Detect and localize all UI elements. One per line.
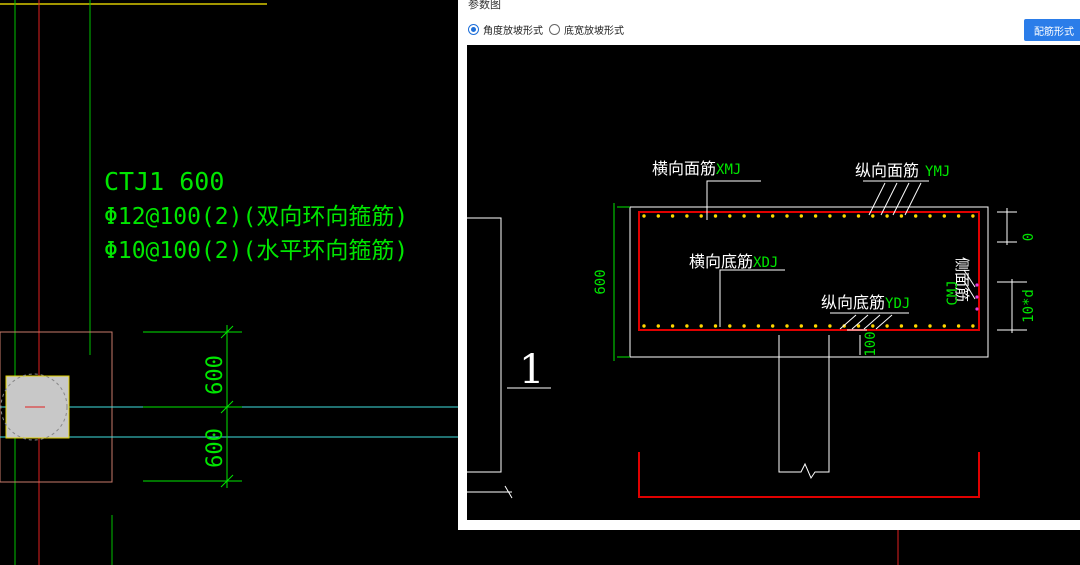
section-mark: 1 — [519, 347, 544, 393]
dim-600-lines — [613, 203, 630, 361]
rebar-dot — [771, 324, 775, 328]
rebar-dot — [656, 214, 660, 218]
rebar-dot — [728, 214, 732, 218]
side-code: CMJ — [945, 280, 961, 305]
rebar-dot — [742, 214, 746, 218]
side-label: 侧面筋 — [953, 257, 971, 302]
rebar-dot — [656, 324, 660, 328]
top-trans-label: 横向面筋XMJ — [652, 159, 741, 178]
bot-long-label: 纵向底筋YDJ — [821, 293, 910, 312]
rebar-dot — [828, 214, 832, 218]
rebar-dot — [914, 324, 918, 328]
rebar-dot — [785, 214, 789, 218]
dim-10d: 10*d — [1021, 289, 1037, 323]
rebar-dot — [856, 324, 861, 328]
rebar-label-2[interactable]: Φ10@100(2)(水平环向箍筋) — [104, 238, 408, 264]
radio-width[interactable] — [549, 23, 560, 35]
dim-right-lines — [847, 208, 1027, 355]
leader-lines — [706, 180, 976, 330]
bot-trans-label: 横向底筋XDJ — [689, 252, 778, 271]
slope-options: 角度放坡形式 底宽放坡形式 — [468, 21, 630, 37]
bottom-rebar-dots — [642, 324, 975, 328]
rebar-dot — [670, 214, 675, 218]
option-angle-label: 角度放坡形式 — [483, 25, 543, 37]
dim-100: 100 — [863, 331, 879, 356]
dimension-group — [143, 325, 242, 488]
foundation-label[interactable]: CTJ1 600 — [104, 167, 224, 196]
rebar-dot — [642, 324, 646, 328]
rebar-dot — [871, 324, 875, 328]
rebar-dot — [942, 324, 946, 328]
rebar-dot — [713, 214, 718, 218]
rebar-dot — [942, 214, 946, 218]
dim-text-lower: 600 — [203, 428, 228, 468]
param-panel: 参数图 角度放坡形式 底宽放坡形式 配筋形式 1 — [458, 0, 1080, 530]
rebar-stirrup — [638, 211, 980, 331]
rebar-dot — [785, 324, 789, 328]
rebar-bottom-cage — [638, 282, 980, 498]
rebar-label-1[interactable]: Φ12@100(2)(双向环向箍筋) — [104, 204, 408, 230]
param-diagram: 1 600 — [467, 45, 1080, 520]
rebar-dot — [899, 214, 904, 218]
rebar-dot — [885, 214, 889, 218]
rebar-dot — [899, 324, 904, 328]
rebar-dot — [713, 324, 718, 328]
rebar-dot — [685, 324, 689, 328]
rebar-dot — [685, 214, 689, 218]
rebar-dot — [971, 324, 975, 328]
rebar-dot — [928, 324, 932, 328]
config-button[interactable]: 配筋形式 — [1024, 19, 1080, 41]
rebar-dot — [756, 324, 761, 328]
top-rebar-dots — [642, 214, 975, 218]
dim-600: 600 — [593, 269, 609, 294]
option-width-label: 底宽放坡形式 — [564, 25, 624, 37]
rebar-dot — [871, 214, 875, 218]
rebar-dot — [842, 214, 846, 218]
rebar-dot — [956, 324, 961, 328]
rebar-dot — [928, 214, 932, 218]
radio-angle[interactable] — [468, 23, 479, 35]
left-section — [467, 217, 551, 499]
rebar-dot — [756, 214, 761, 218]
rebar-dot — [956, 214, 961, 218]
rebar-dot — [699, 324, 703, 328]
rebar-dot — [914, 214, 918, 218]
rebar-dot — [813, 324, 818, 328]
dim-text-upper: 600 — [203, 355, 228, 395]
rebar-dot — [828, 324, 832, 328]
rebar-dot — [642, 214, 646, 218]
section-outline — [629, 206, 989, 480]
side-rebar-dots — [975, 283, 979, 311]
rebar-dot — [670, 324, 675, 328]
rebar-dot — [699, 214, 703, 218]
rebar-dot — [742, 324, 746, 328]
dim-zero: 0 — [1021, 233, 1037, 241]
column-circle — [0, 373, 68, 441]
rebar-dot — [799, 324, 803, 328]
option-angle[interactable]: 角度放坡形式 — [468, 22, 543, 37]
rebar-dot — [799, 214, 803, 218]
rebar-dot — [885, 324, 889, 328]
rebar-dot — [771, 214, 775, 218]
rebar-dot — [728, 324, 732, 328]
option-width[interactable]: 底宽放坡形式 — [549, 22, 624, 37]
rebar-dot — [971, 214, 975, 218]
rebar-dot — [856, 214, 861, 218]
rebar-dot — [813, 214, 818, 218]
panel-title: 参数图 — [468, 0, 501, 11]
